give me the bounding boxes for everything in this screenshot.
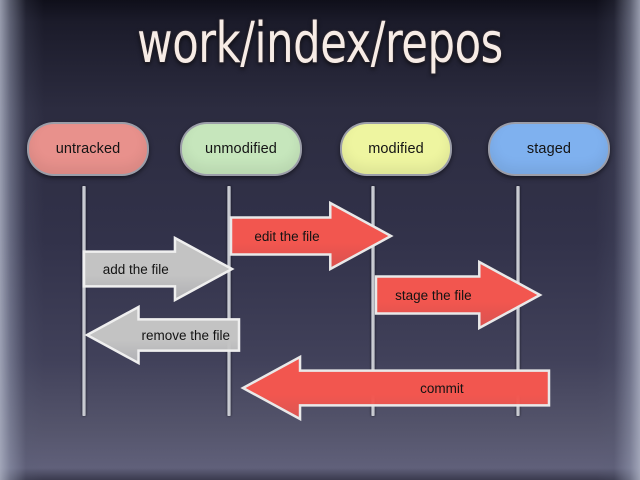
state-label-unmodified: unmodified bbox=[205, 141, 277, 157]
state-label-modified: modified bbox=[368, 141, 424, 157]
modified-lifeline bbox=[371, 186, 375, 416]
state-box-staged[interactable]: staged bbox=[488, 122, 610, 176]
arrow-stage-the-file[interactable]: stage the file bbox=[374, 259, 543, 331]
state-box-unmodified[interactable]: unmodified bbox=[180, 122, 302, 176]
state-box-modified[interactable]: modified bbox=[340, 122, 452, 176]
arrow-shape-remove-the-file bbox=[84, 304, 241, 366]
arrow-commit[interactable]: commit bbox=[240, 354, 551, 422]
arrow-remove-the-file[interactable]: remove the file bbox=[84, 304, 241, 366]
state-label-untracked: untracked bbox=[55, 141, 121, 157]
page-title: work/index/repos bbox=[137, 11, 503, 76]
untracked-lifeline bbox=[82, 186, 86, 416]
arrow-shape-stage-the-file bbox=[374, 259, 543, 331]
arrow-add-the-file[interactable]: add the file bbox=[82, 235, 235, 303]
state-label-staged: staged bbox=[526, 141, 572, 157]
state-box-untracked[interactable]: untracked bbox=[27, 122, 149, 176]
unmodified-lifeline bbox=[227, 186, 231, 416]
arrow-shape-edit-the-file bbox=[229, 200, 394, 272]
arrow-edit-the-file[interactable]: edit the file bbox=[229, 200, 394, 272]
arrow-shape-commit bbox=[240, 354, 551, 422]
arrow-shape-add-the-file bbox=[82, 235, 235, 303]
